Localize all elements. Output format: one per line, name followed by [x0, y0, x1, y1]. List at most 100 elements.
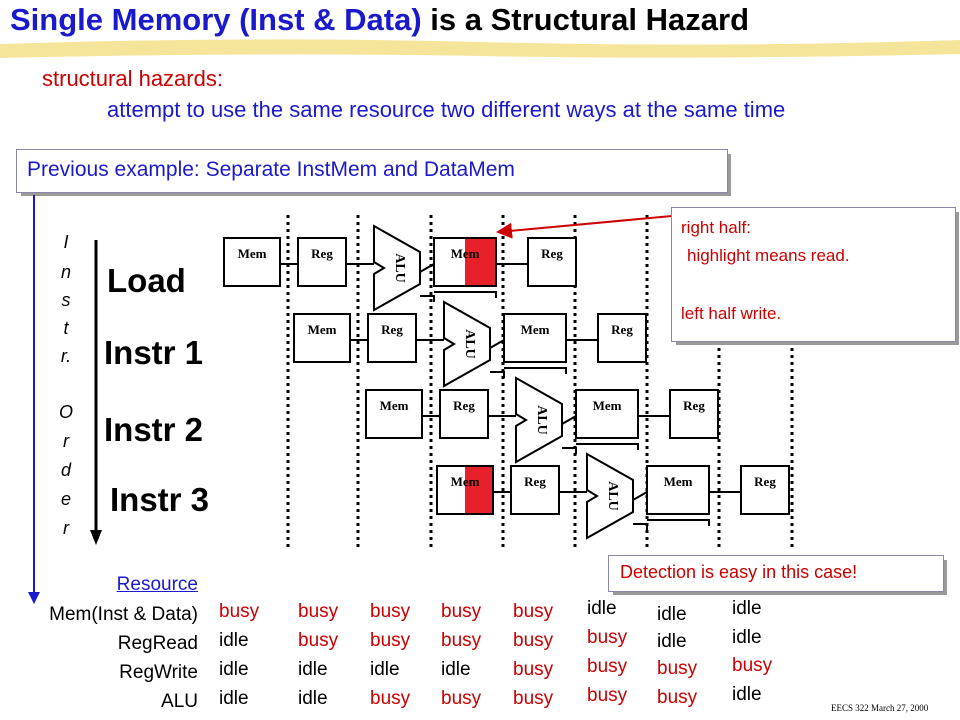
order-label-char: n — [60, 262, 71, 282]
resource-table-header: Resource — [116, 574, 198, 595]
program-order-arrowhead — [28, 592, 40, 604]
resource-cell: busy — [370, 630, 411, 651]
pipeline-reg-read-stage-label: Reg — [524, 474, 546, 489]
resource-cell: busy — [657, 687, 698, 708]
resource-cell: busy — [298, 630, 339, 651]
resource-cell: busy — [441, 601, 482, 622]
pipeline-reg-read-stage: Reg — [367, 313, 417, 363]
pipeline-reg-write-stage-label: Reg — [754, 474, 776, 489]
pipeline-mem-stage: Mem — [436, 465, 494, 515]
pipeline-data-mem-stage-label: Mem — [593, 398, 622, 413]
detection-note-box: Detection is easy in this case! — [608, 555, 944, 592]
pipeline-alu-stage: ALU — [373, 224, 421, 312]
resource-row-label-regread: RegRead — [117, 633, 198, 654]
instr-label-instr1: Instr 1 — [104, 334, 204, 371]
order-label-char: O — [58, 402, 73, 422]
detection-note-text: Detection is easy in this case! — [620, 562, 858, 582]
order-label-char: t — [63, 318, 69, 338]
pipeline-mem-stage-label: Mem — [238, 246, 267, 261]
resource-cell: busy — [513, 659, 554, 680]
resource-cell: idle — [298, 688, 328, 709]
resource-cell: busy — [657, 658, 698, 679]
pipeline-alu-stage: ALU — [515, 376, 563, 464]
resource-cell: idle — [732, 598, 762, 619]
resource-cell: busy — [587, 656, 628, 677]
resource-cell: idle — [732, 627, 762, 648]
instr-label-instr3: Instr 3 — [110, 481, 210, 518]
resource-cell: idle — [370, 659, 400, 680]
pipeline-reg-write-stage: Reg — [527, 237, 577, 287]
order-label-char: r — [63, 518, 69, 538]
pipeline-data-mem-stage-label: Mem — [451, 246, 480, 261]
order-label-char: r — [63, 431, 69, 451]
pipeline-reg-read-stage-label: Reg — [453, 398, 475, 413]
pipeline-reg-write-stage-label: Reg — [541, 246, 563, 261]
pipeline-reg-write-stage-label: Reg — [611, 322, 633, 337]
pipeline-mem-stage-label: Mem — [380, 398, 409, 413]
previous-example-box: Previous example: Separate InstMem and D… — [16, 149, 728, 193]
resource-cell: busy — [370, 688, 411, 709]
resource-cell: busy — [587, 627, 628, 648]
pipeline-data-mem-stage: Mem — [646, 465, 710, 515]
resource-cell: busy — [441, 630, 482, 651]
pipeline-mem-stage: Mem — [365, 389, 423, 439]
structural-hazards-label: structural hazards: — [42, 66, 223, 91]
pipeline-mem-stage-label: Mem — [451, 474, 480, 489]
pipeline-alu-label: ALU — [392, 253, 407, 283]
resource-cell: idle — [219, 688, 249, 709]
pipeline-alu-label: ALU — [605, 481, 620, 511]
pipeline-mem-stage: Mem — [223, 237, 281, 287]
pipeline-alu-stage: ALU — [586, 452, 634, 540]
pipeline-reg-read-stage-label: Reg — [381, 322, 403, 337]
previous-example-text: Previous example: Separate InstMem and D… — [27, 158, 515, 181]
pipeline-reg-read-stage: Reg — [510, 465, 560, 515]
pipeline-data-mem-stage: Mem — [433, 237, 497, 287]
resource-row-label-mem: Mem(Inst & Data) — [49, 604, 198, 625]
order-label-char: s — [61, 290, 71, 310]
pipeline-row-instr3: Mem Reg ALU Mem Reg — [436, 452, 790, 540]
resource-cell: busy — [370, 601, 411, 622]
pipeline-reg-read-stage: Reg — [297, 237, 347, 287]
highlight-note-box: right half: highlight means read. left h… — [671, 207, 956, 342]
resource-cell: busy — [441, 688, 482, 709]
structural-hazards-description: attempt to use the same resource two dif… — [107, 97, 786, 122]
pipeline-mem-stage-label: Mem — [308, 322, 337, 337]
title-part1: Single Memory (Inst & Data) — [10, 2, 422, 37]
resource-cell: idle — [657, 631, 687, 652]
instruction-axis-arrowhead — [90, 530, 102, 545]
title-part2: is a Structural Hazard — [421, 2, 750, 37]
pipeline-data-mem-stage: Mem — [575, 389, 639, 439]
pipeline-row-load: Mem Reg ALU Mem Reg — [223, 224, 577, 312]
resource-cell: busy — [298, 601, 339, 622]
pipeline-reg-read-stage-label: Reg — [311, 246, 333, 261]
instr-label-instr2: Instr 2 — [104, 411, 204, 448]
highlight-pointer-arrow — [496, 215, 673, 239]
order-label-char: e — [60, 489, 71, 509]
resource-cell: busy — [219, 601, 260, 622]
pipeline-mem-stage: Mem — [293, 313, 351, 363]
resource-cell: busy — [587, 685, 628, 706]
footer-date: EECS 322 March 27, 2000 — [831, 703, 929, 713]
order-label-char: I — [63, 232, 69, 252]
pipeline-reg-write-stage: Reg — [597, 313, 647, 363]
resource-cell: idle — [219, 659, 249, 680]
title-highlight-stripe — [0, 39, 960, 58]
pipeline-reg-write-stage: Reg — [740, 465, 790, 515]
pipeline-data-mem-stage-label: Mem — [664, 474, 693, 489]
instr-label-load: Load — [107, 262, 186, 299]
resource-cell: idle — [441, 659, 471, 680]
order-label-char: r. — [60, 346, 72, 366]
resource-row-label-regwrite: RegWrite — [119, 662, 198, 683]
pipeline-alu-stage: ALU — [443, 300, 491, 388]
resource-row-label-alu: ALU — [161, 691, 198, 712]
resource-cell: idle — [587, 598, 617, 619]
resource-cell: idle — [219, 630, 249, 651]
highlight-note-line2: highlight means read. — [687, 246, 850, 265]
resource-cell: busy — [513, 630, 554, 651]
resource-cell: busy — [513, 688, 554, 709]
resource-cell: idle — [657, 604, 687, 625]
highlight-note-line3: left half write. — [681, 304, 782, 323]
